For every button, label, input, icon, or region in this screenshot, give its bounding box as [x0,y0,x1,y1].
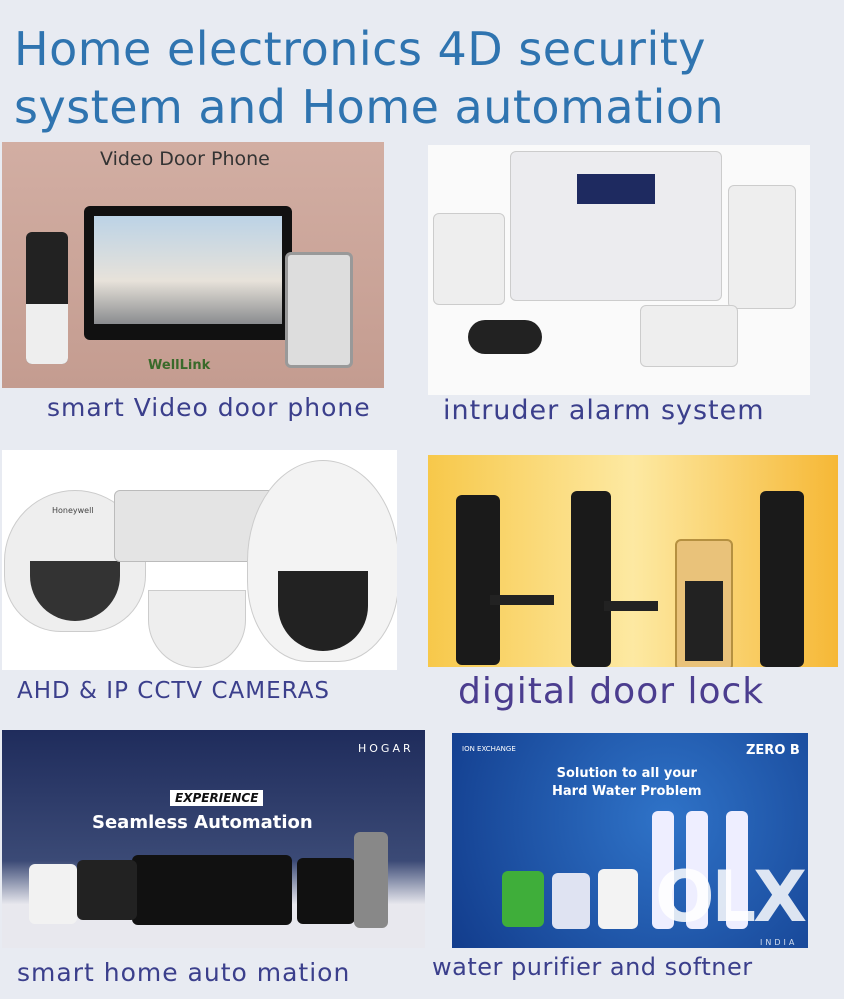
title-line-1: Home electronics 4D security [14,22,707,76]
page-title: Home electronics 4D security system and … [14,20,724,136]
panel-heading: Video Door Phone [100,148,270,170]
intruder-alarm-image [428,145,810,395]
video-door-phone-image: Video Door Phone WellLink [2,142,384,388]
water-purifier-image: ION EXCHANGE ZERO B Solution to all your… [452,733,808,948]
experience-badge: EXPERIENCE [170,790,264,806]
olx-watermark: OLX [655,856,807,938]
automation-headline: Seamless Automation [92,812,313,833]
caption-water-purifier: water purifier and softner [432,953,753,981]
water-headline-2: Hard Water Problem [552,784,702,799]
cctv-cameras-image: Honeywell [2,450,397,670]
hogar-logo: HOGAR [358,742,414,755]
ion-exchange-logo: ION EXCHANGE [462,745,516,753]
caption-cctv: AHD & IP CCTV CAMERAS [17,678,331,704]
olx-india-label: INDIA [760,938,798,947]
digital-door-lock-image [428,455,838,667]
zero-b-logo: ZERO B [746,743,800,758]
caption-door-lock: digital door lock [458,671,765,712]
home-automation-image: HOGAR EXPERIENCE Seamless Automation [2,730,425,948]
water-headline-1: Solution to all your [556,766,697,781]
caption-video-door-phone: smart Video door phone [47,393,371,422]
caption-intruder-alarm: intruder alarm system [443,395,765,426]
welllink-logo: WellLink [148,358,211,373]
caption-home-automation: smart home auto mation [17,958,351,987]
title-line-2: system and Home automation [14,80,725,134]
honeywell-label: Honeywell [52,506,94,515]
